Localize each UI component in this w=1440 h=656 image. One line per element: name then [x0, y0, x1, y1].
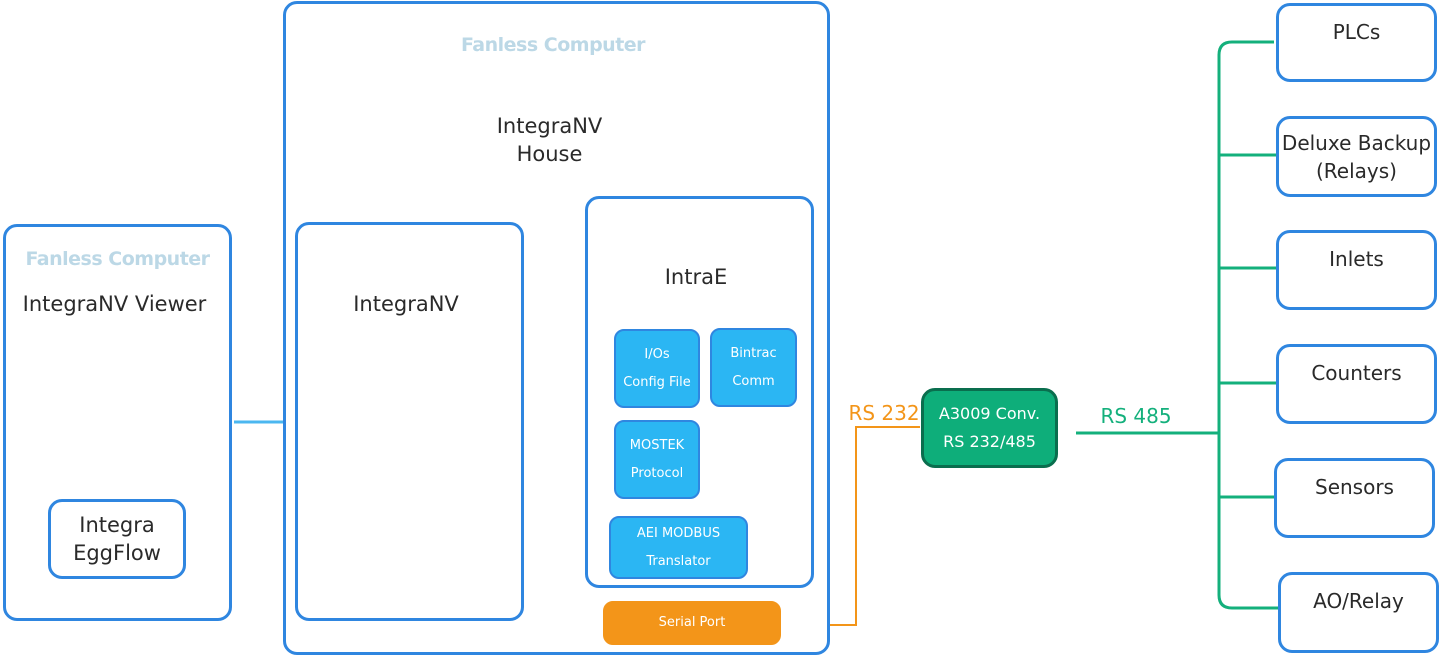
aei-modbus-module: AEI MODBUS Translator [609, 516, 748, 579]
ios-line2: Config File [623, 374, 691, 390]
device-counters: Counters [1276, 344, 1437, 424]
viewer-ghost-title: Fanless Computer [25, 248, 210, 270]
mostek-line2: Protocol [630, 465, 684, 481]
device-deluxe-backup: Deluxe Backup (Relays) [1276, 116, 1437, 197]
bintrac-module: Bintrac Comm [710, 328, 797, 407]
integranv-box [295, 222, 524, 621]
converter-line2: RS 232/485 [943, 432, 1036, 451]
converter-box: A3009 Conv. RS 232/485 [921, 388, 1058, 468]
eggflow-line2: EggFlow [73, 541, 161, 565]
aei-line2: Translator [646, 553, 711, 569]
device-plcs: PLCs [1276, 3, 1437, 82]
intrae-label: IntraE [664, 265, 728, 289]
rs485-label: RS 485 [1100, 404, 1172, 428]
ios-config-module: I/Os Config File [614, 329, 700, 408]
house-ghost-title: Fanless Computer [460, 34, 646, 56]
bintrac-line1: Bintrac [730, 345, 777, 361]
device-deluxe-line2: (Relays) [1316, 158, 1397, 183]
eggflow-box: Integra EggFlow [48, 499, 186, 579]
device-sensors: Sensors [1274, 458, 1435, 538]
ios-line1: I/Os [644, 346, 670, 362]
device-ao-relay: AO/Relay [1278, 572, 1439, 653]
serial-port-label: Serial Port [658, 615, 726, 630]
viewer-title: IntegraNV Viewer [22, 292, 207, 316]
converter-line1: A3009 Conv. [938, 404, 1041, 423]
house-title-line2: House [516, 142, 583, 166]
bintrac-line2: Comm [732, 373, 775, 389]
device-deluxe-line1: Deluxe Backup [1281, 130, 1432, 155]
aei-line1: AEI MODBUS [636, 525, 721, 541]
eggflow-line1: Integra [79, 513, 155, 537]
serial-port-module: Serial Port [603, 601, 781, 645]
mostek-module: MOSTEK Protocol [614, 420, 700, 499]
rs485-bus [1217, 40, 1280, 610]
device-ao-relay-label: AO/Relay [1313, 589, 1404, 613]
device-sensors-label: Sensors [1315, 475, 1394, 499]
mostek-line1: MOSTEK [629, 437, 685, 453]
device-counters-label: Counters [1311, 361, 1402, 385]
house-title-line1: IntegraNV [496, 114, 603, 138]
device-inlets-label: Inlets [1329, 247, 1384, 271]
device-plcs-label: PLCs [1332, 20, 1381, 44]
rs232-label: RS 232 [848, 401, 920, 425]
device-inlets: Inlets [1276, 230, 1437, 310]
integranv-label: IntegraNV [353, 292, 459, 316]
